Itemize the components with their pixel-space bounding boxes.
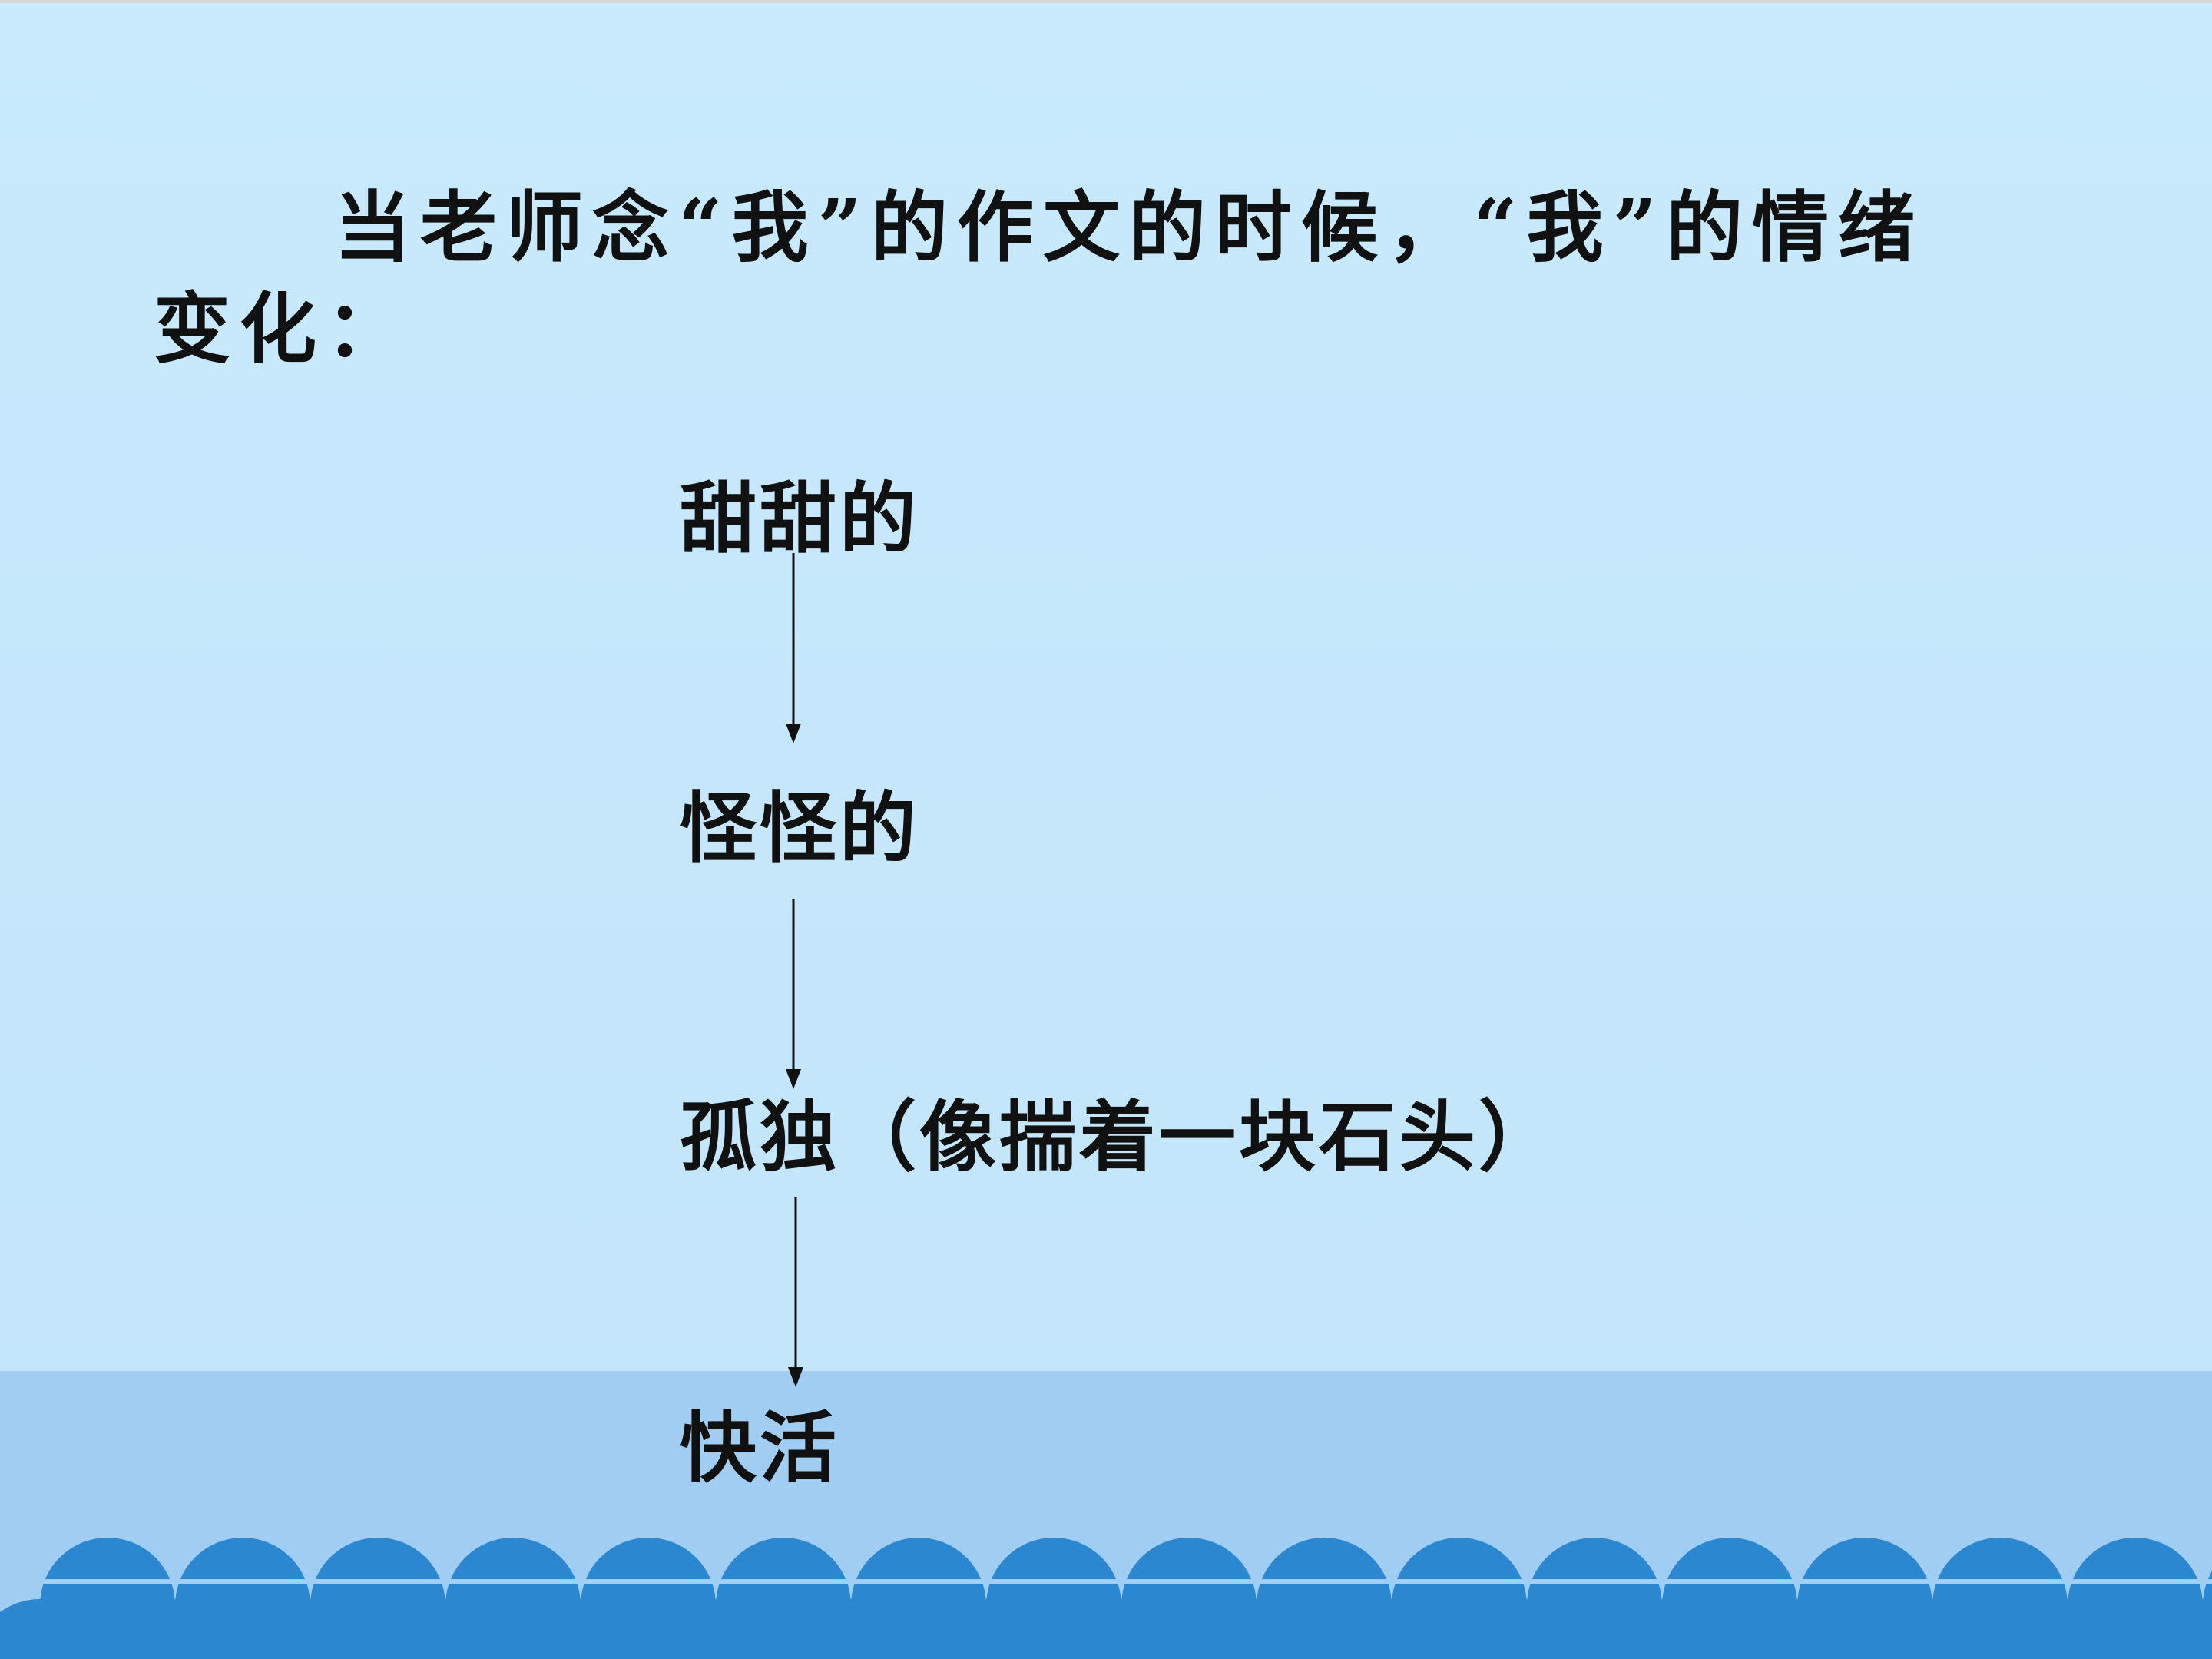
wave-scallop (1054, 1599, 1189, 1659)
wave-scallop (2000, 1599, 2135, 1659)
wave-scallop (243, 1599, 378, 1659)
wave-scallop (1189, 1599, 1324, 1659)
wave-scallop (108, 1599, 243, 1659)
wave-scallop (1730, 1599, 1865, 1659)
wave-separator (0, 1579, 2212, 1584)
top-border (0, 0, 2212, 3)
wave-scallop (1594, 1599, 1730, 1659)
intro-text: 当老师念“我”的作文的时候，“我”的情绪变化： (154, 182, 1925, 374)
flow-step-1: 甜甜的 (680, 473, 919, 564)
wave-scallop (1459, 1599, 1594, 1659)
wave-scallop (2135, 1599, 2212, 1659)
wave-decoration (0, 1538, 2212, 1659)
wave-scallop (378, 1599, 513, 1659)
wave-scallop (0, 1599, 108, 1659)
flow-arrow-2 (786, 899, 801, 1089)
wave-scallop (919, 1599, 1054, 1659)
wave-scallop (513, 1599, 648, 1659)
flow-arrow-1 (786, 553, 801, 743)
flow-step-3: 孤独（像揣着一块石头） (680, 1091, 1558, 1182)
flow-step-4: 快活 (680, 1402, 839, 1493)
wave-scallop (1324, 1599, 1459, 1659)
flow-step-2: 怪怪的 (680, 783, 919, 873)
wave-scallop (783, 1599, 919, 1659)
wave-scallop (648, 1599, 783, 1659)
flow-arrow-3 (788, 1197, 803, 1387)
wave-scallop (1865, 1599, 2000, 1659)
